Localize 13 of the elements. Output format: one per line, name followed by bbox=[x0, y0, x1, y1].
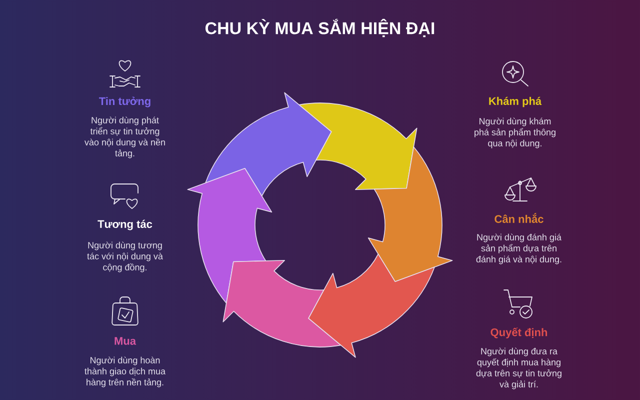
stage-description: Người dùng hoàn thành giao dịch mua hàng trên nền tảng. bbox=[84, 356, 166, 388]
stage-description: Người dùng đánh giá sản phẩm dựa trên đánh giá và nội dung. bbox=[476, 234, 562, 264]
stage-heading: Khám phá bbox=[489, 96, 542, 108]
stage-heading: Tương tác bbox=[98, 220, 152, 230]
stage-description: Người dùng phát triển sự tin tưởng vào nội dung và nền tảng. bbox=[84, 116, 165, 158]
stage-heading: Quyết định bbox=[490, 328, 548, 338]
stage-heading: Cân nhắc bbox=[494, 213, 544, 223]
stage-description: Người dùng đưa ra quyết định mua hàng dựa trên sự tin tưởng và giải trí. bbox=[476, 348, 562, 390]
stage-description: Người dùng khám phá sản phẩm thông qua nội dung. bbox=[474, 118, 556, 148]
stage-heading: Mua bbox=[114, 337, 136, 345]
title: CHU KỲ MUA SẮM HIỆN ĐẠI bbox=[205, 18, 434, 38]
stage-heading: Tin tưởng bbox=[99, 96, 150, 108]
stage-description: Người dùng tương tác với nội dung và cộng đồng. bbox=[87, 242, 163, 272]
